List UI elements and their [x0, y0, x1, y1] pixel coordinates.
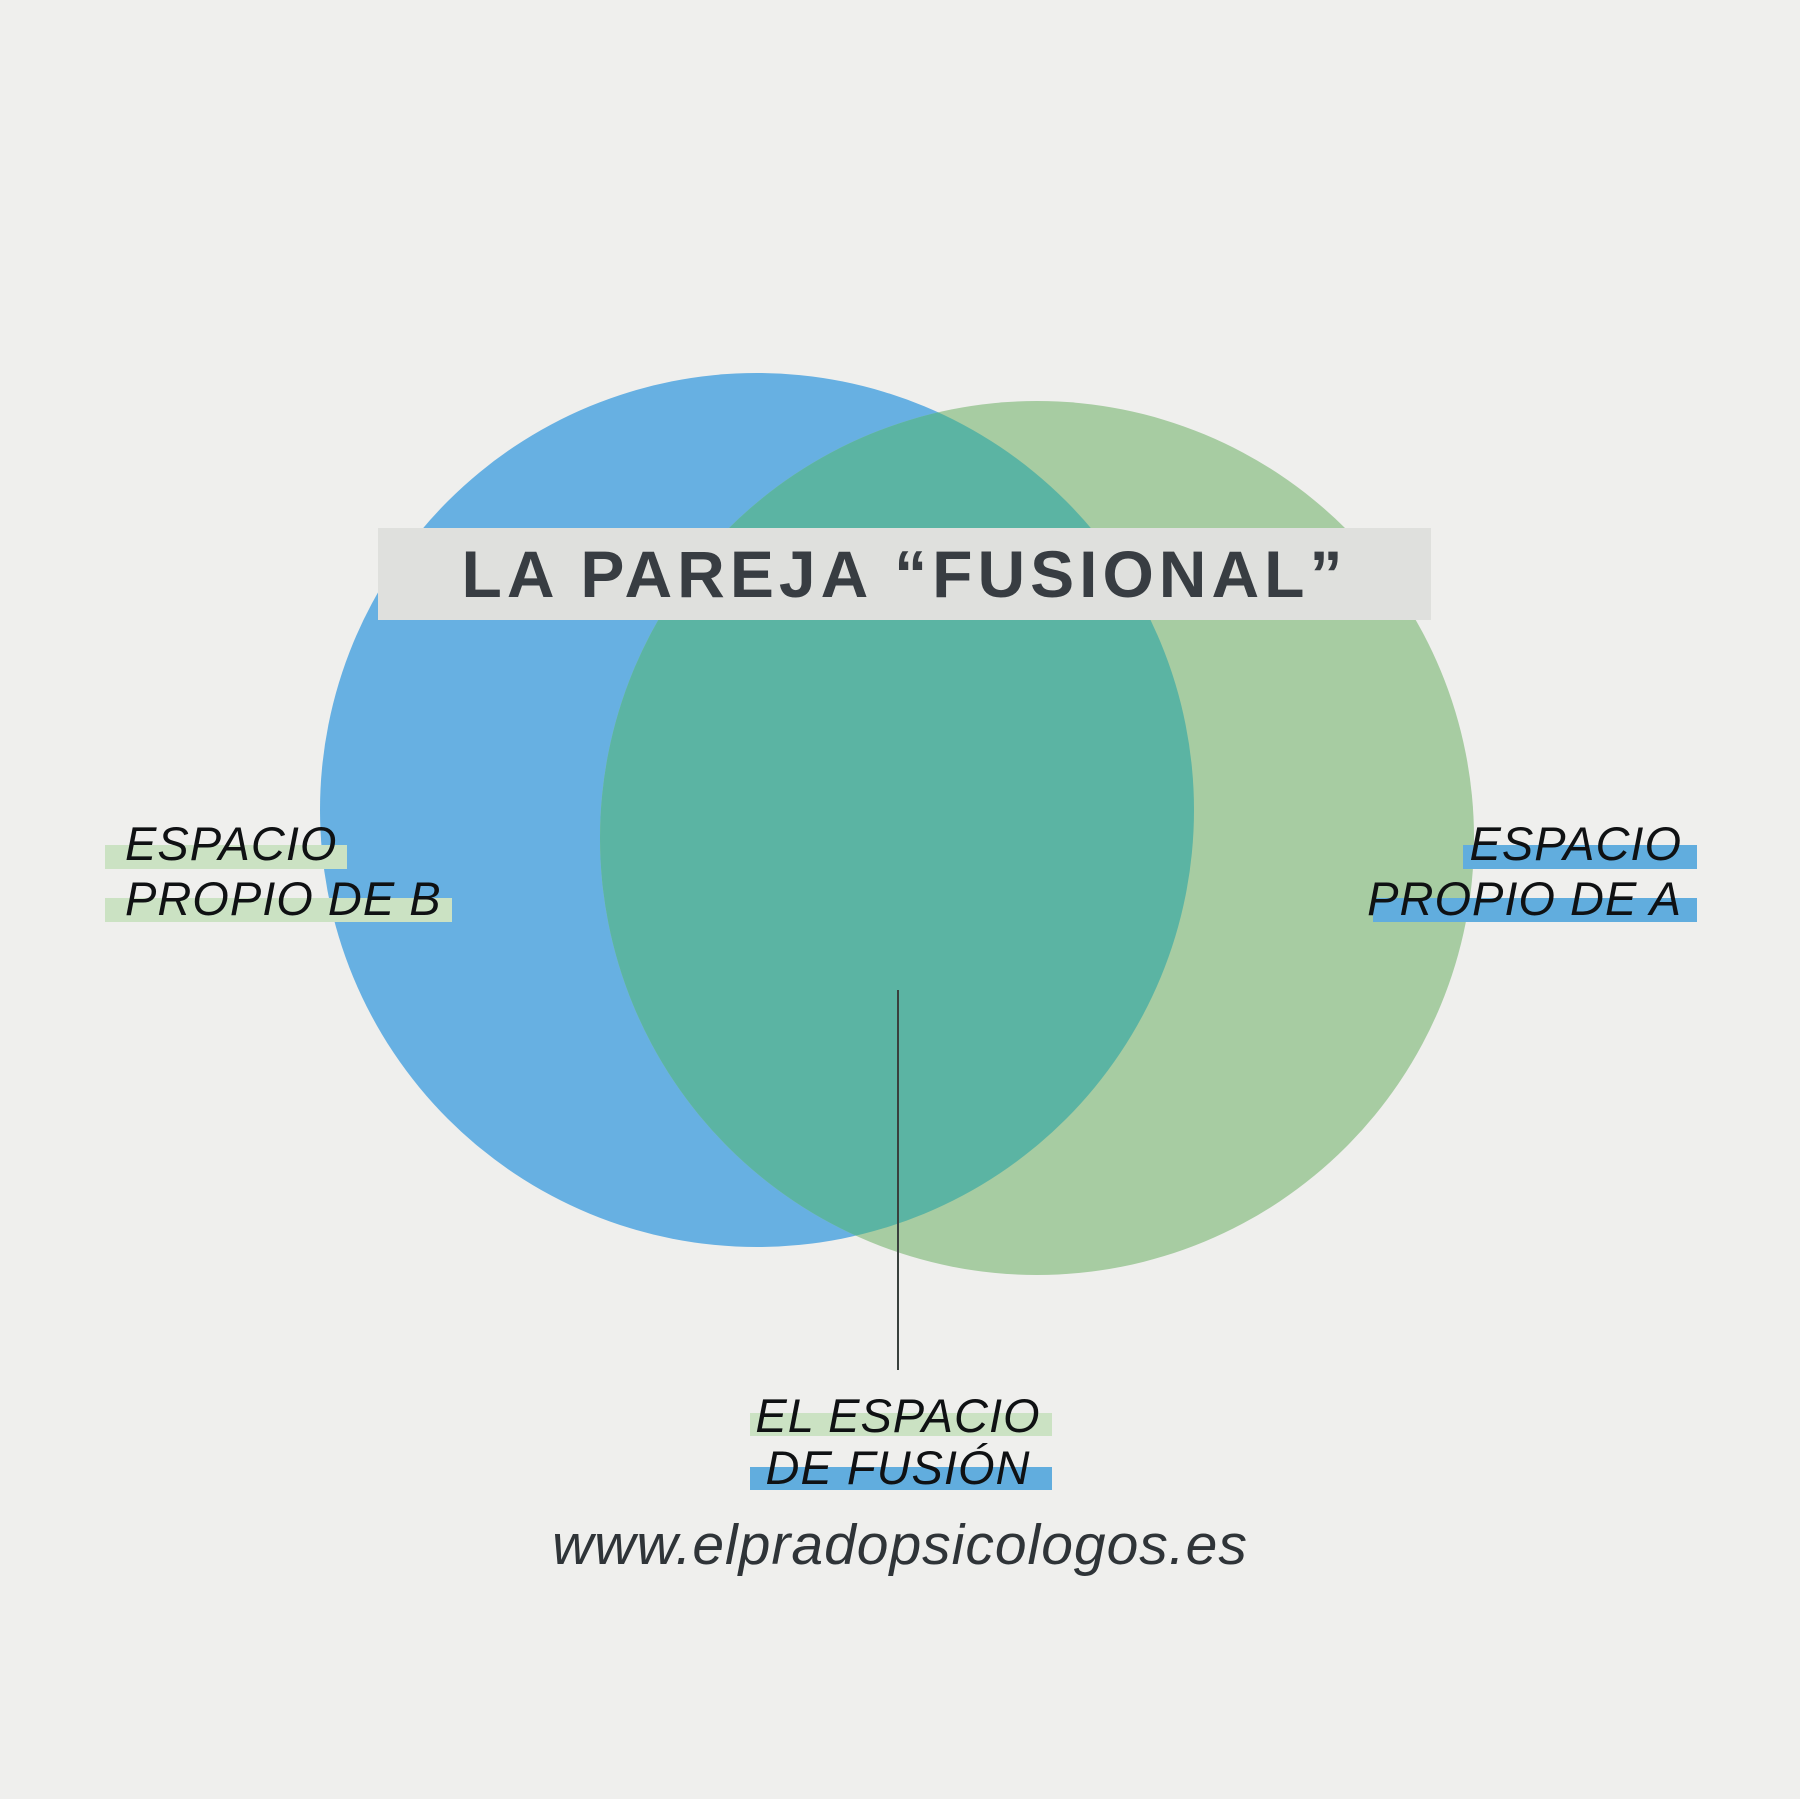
- label-espacio-propio-a-line2: PROPIO DE A: [1367, 872, 1682, 925]
- label-espacio-propio-b-line1: ESPACIO: [125, 817, 338, 870]
- website-url: www.elpradopsicologos.es: [552, 1513, 1248, 1577]
- overlap-pointer-line: [897, 990, 899, 1370]
- highlight-bar-green: [105, 845, 347, 869]
- label-espacio-propio-a-line1: ESPACIO: [1469, 817, 1682, 870]
- highlight-bar-blue: [1463, 845, 1697, 869]
- highlight-bar-green: [105, 898, 452, 922]
- label-espacio-de-fusion-line2: DE FUSIÓN: [765, 1441, 1031, 1494]
- label-espacio-propio-b-line2: PROPIO DE B: [125, 872, 442, 925]
- label-espacio-propio-b: ESPACIO PROPIO DE B: [105, 816, 525, 946]
- highlight-bar-green: [750, 1413, 1052, 1436]
- label-espacio-propio-a: ESPACIO PROPIO DE A: [1277, 816, 1697, 946]
- title-banner: LA PAREJA “FUSIONAL”: [378, 528, 1431, 620]
- highlight-bar-blue: [750, 1467, 1052, 1490]
- page-title: LA PAREJA “FUSIONAL”: [461, 537, 1348, 611]
- label-espacio-de-fusion: EL ESPACIO DE FUSIÓN: [698, 1388, 1098, 1498]
- highlight-bar-blue: [1373, 898, 1697, 922]
- label-espacio-de-fusion-line1: EL ESPACIO: [755, 1389, 1041, 1442]
